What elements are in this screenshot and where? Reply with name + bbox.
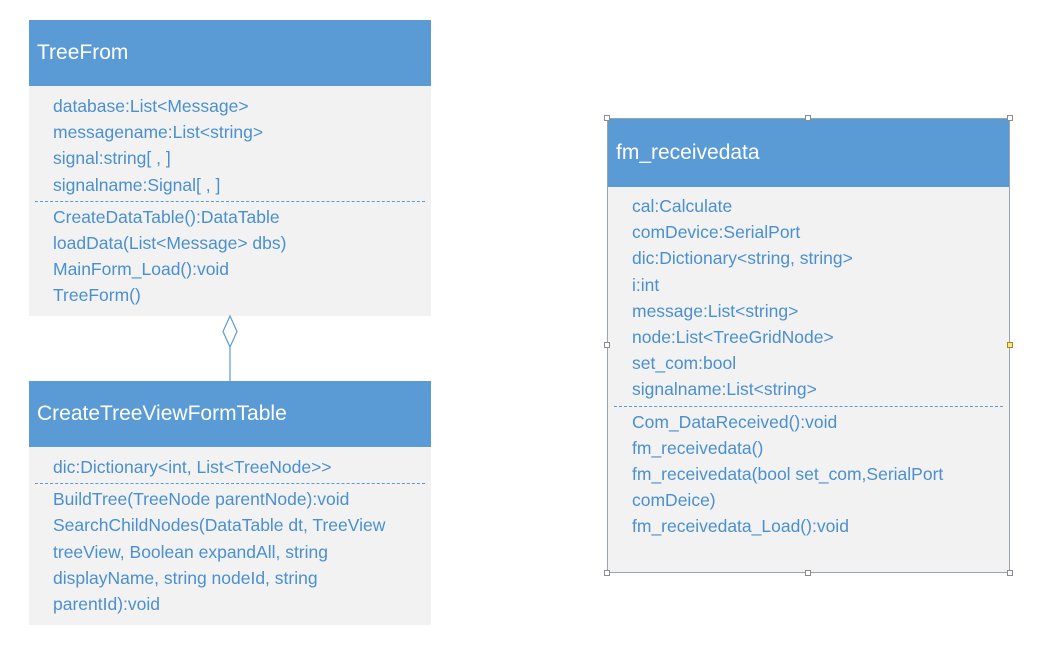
attribute: signalname:Signal[ , ]	[53, 174, 221, 195]
connection-handle-right[interactable]	[1007, 342, 1013, 348]
attribute: signalname:List<string>	[632, 379, 817, 400]
attribute: signal:string[ , ]	[53, 148, 171, 169]
resize-handle-top-left[interactable]	[604, 115, 610, 121]
attributes-section: cal:Calculate comDevice:SerialPort dic:D…	[608, 193, 1009, 403]
resize-handle-left[interactable]	[604, 342, 610, 348]
class-members: cal:Calculate comDevice:SerialPort dic:D…	[608, 187, 1009, 540]
attribute: set_com:bool	[632, 353, 737, 374]
section-divider	[35, 483, 425, 485]
method: fm_receivedata()	[632, 437, 764, 458]
method: fm_receivedata(bool set_com,SerialPort c…	[632, 464, 944, 511]
method: CreateDataTable():DataTable	[53, 206, 280, 227]
class-name: CreateTreeViewFormTable	[37, 402, 287, 425]
section-divider	[35, 200, 425, 202]
class-treefrom[interactable]: TreeFrom database:List<Message> messagen…	[29, 20, 431, 316]
attributes-section: dic:Dictionary<int, List<TreeNode>>	[29, 454, 431, 480]
method: Com_DataReceived():void	[632, 411, 838, 432]
class-members: dic:Dictionary<int, List<TreeNode>> Buil…	[29, 447, 431, 617]
resize-handle-top[interactable]	[805, 115, 811, 121]
class-header: fm_receivedata	[608, 119, 1009, 187]
methods-section: Com_DataReceived():void fm_receivedata()…	[608, 409, 1009, 540]
methods-section: BuildTree(TreeNode parentNode):void Sear…	[29, 486, 431, 617]
attribute: i:int	[632, 274, 660, 295]
method: SearchChildNodes(DataTable dt, TreeView …	[53, 515, 386, 615]
class-createtreeviewformtable[interactable]: CreateTreeViewFormTable dic:Dictionary<i…	[29, 381, 431, 625]
class-header: TreeFrom	[29, 20, 431, 86]
method: loadData(List<Message> dbs)	[53, 233, 287, 254]
attribute: cal:Calculate	[632, 196, 733, 216]
resize-handle-bottom-right[interactable]	[1007, 570, 1013, 576]
class-name: TreeFrom	[37, 41, 129, 64]
method: fm_receivedata_Load():void	[632, 516, 849, 537]
attribute: dic:Dictionary<string, string>	[632, 248, 853, 269]
class-fm-receivedata[interactable]: fm_receivedata cal:Calculate comDevice:S…	[607, 118, 1010, 573]
aggregation-diamond	[222, 314, 238, 349]
methods-section: CreateDataTable():DataTable loadData(Lis…	[29, 204, 431, 309]
attribute: comDevice:SerialPort	[632, 222, 801, 243]
attribute: dic:Dictionary<int, List<TreeNode>>	[53, 457, 332, 477]
attributes-section: database:List<Message> messagename:List<…	[29, 93, 431, 198]
class-header: CreateTreeViewFormTable	[29, 381, 431, 447]
section-divider	[614, 405, 1003, 407]
method: BuildTree(TreeNode parentNode):void	[53, 489, 350, 510]
class-members: database:List<Message> messagename:List<…	[29, 86, 431, 309]
resize-handle-bottom-left[interactable]	[604, 570, 610, 576]
attribute: message:List<string>	[632, 300, 799, 321]
resize-handle-bottom[interactable]	[805, 570, 811, 576]
attribute: node:List<TreeGridNode>	[632, 327, 834, 348]
resize-handle-top-right[interactable]	[1007, 115, 1013, 121]
attribute: database:List<Message>	[53, 96, 249, 116]
method: TreeForm()	[53, 285, 141, 306]
class-name: fm_receivedata	[616, 141, 760, 164]
method: MainForm_Load():void	[53, 259, 230, 280]
attribute: messagename:List<string>	[53, 122, 264, 143]
